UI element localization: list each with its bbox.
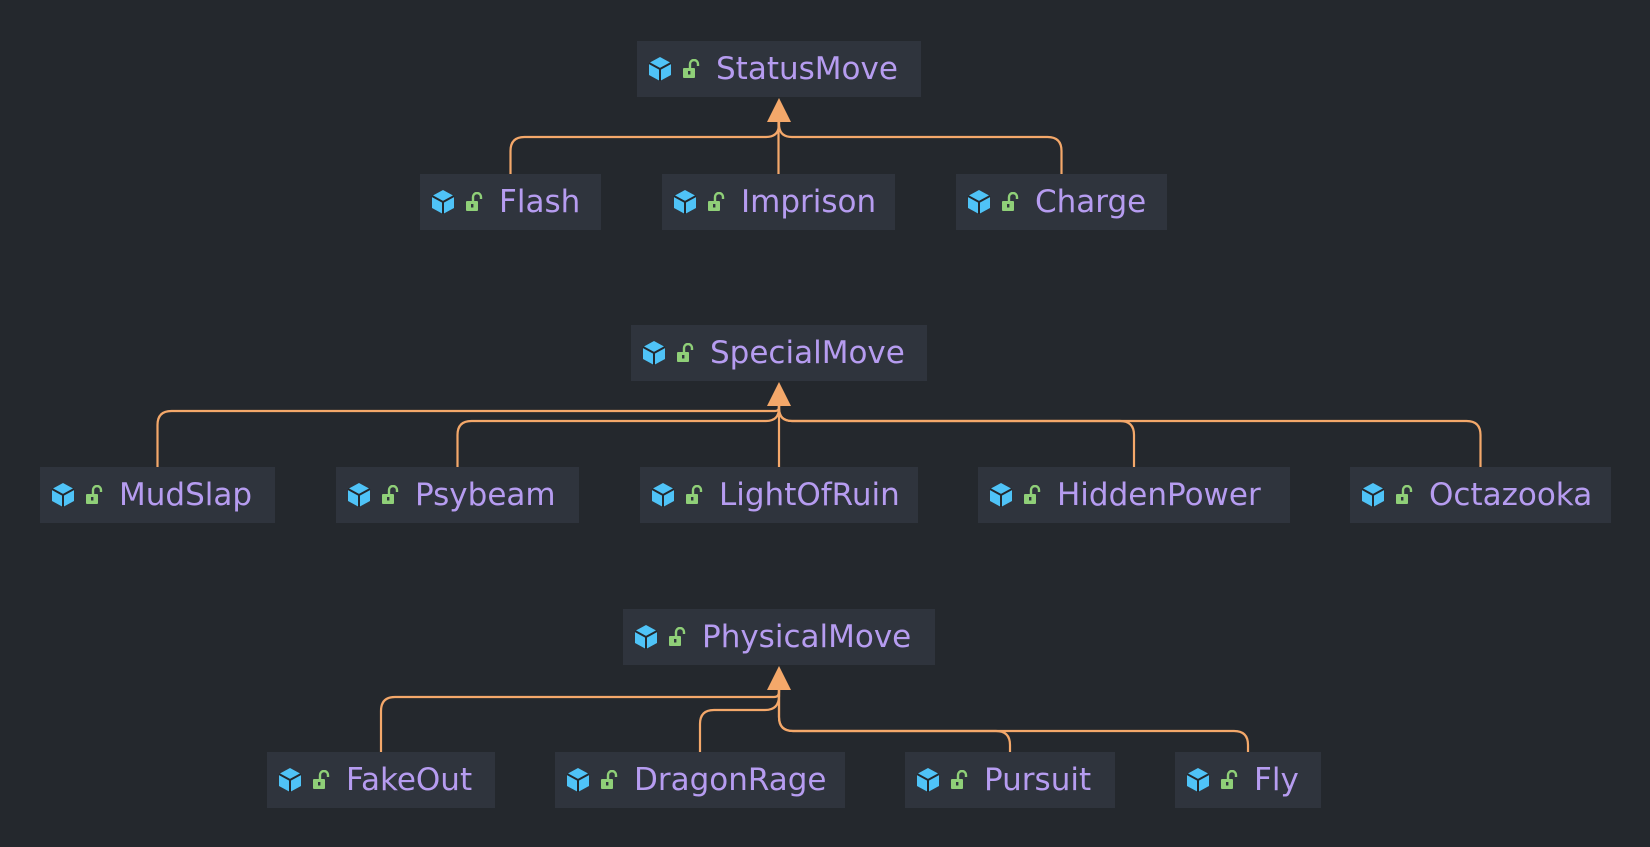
class-node-flash[interactable]: Flash xyxy=(420,174,601,230)
class-name: Octazooka xyxy=(1429,477,1593,513)
class-cube-icon xyxy=(989,483,1013,507)
class-name: DragonRage xyxy=(634,762,827,798)
unlocked-padlock-icon xyxy=(951,770,968,789)
unlocked-padlock-icon xyxy=(683,59,700,78)
unlocked-padlock-icon xyxy=(708,192,725,211)
class-node-hiddenpower[interactable]: HiddenPower xyxy=(978,467,1290,523)
class-name: Fly xyxy=(1254,762,1299,798)
unlocked-padlock-icon xyxy=(86,485,103,504)
unlocked-padlock-icon xyxy=(1002,192,1019,211)
class-node-fakeout[interactable]: FakeOut xyxy=(267,752,495,808)
class-cube-icon xyxy=(1361,483,1385,507)
class-cube-icon xyxy=(673,190,697,214)
unlocked-padlock-icon xyxy=(686,485,703,504)
class-name: SpecialMove xyxy=(710,335,905,371)
class-node-mudslap[interactable]: MudSlap xyxy=(40,467,275,523)
class-cube-icon xyxy=(278,768,302,792)
unlocked-padlock-icon xyxy=(1024,485,1041,504)
class-cube-icon xyxy=(648,57,672,81)
inheritance-arrowhead-physicalmove xyxy=(767,666,791,690)
class-name: Pursuit xyxy=(984,762,1092,798)
unlocked-padlock-icon xyxy=(601,770,618,789)
class-cube-icon xyxy=(347,483,371,507)
class-name: Psybeam xyxy=(415,477,556,513)
class-cube-icon xyxy=(634,625,658,649)
class-name: FakeOut xyxy=(346,762,473,798)
class-name: PhysicalMove xyxy=(702,619,912,655)
class-name: Charge xyxy=(1035,184,1147,220)
inheritance-arrowhead-statusmove xyxy=(767,98,791,122)
unlocked-padlock-icon xyxy=(669,627,686,646)
unlocked-padlock-icon xyxy=(466,192,483,211)
class-cube-icon xyxy=(916,768,940,792)
unlocked-padlock-icon xyxy=(1221,770,1238,789)
class-node-psybeam[interactable]: Psybeam xyxy=(336,467,579,523)
unlocked-padlock-icon xyxy=(382,485,399,504)
class-cube-icon xyxy=(651,483,675,507)
class-name: StatusMove xyxy=(716,51,898,87)
inheritance-edge-fakeout xyxy=(379,690,781,752)
inheritance-edge-charge xyxy=(777,122,1063,174)
class-cube-icon xyxy=(431,190,455,214)
class-name: MudSlap xyxy=(119,477,253,513)
inheritance-edge-psybeam xyxy=(456,406,781,467)
class-node-octazooka[interactable]: Octazooka xyxy=(1350,467,1611,523)
inheritance-arrowhead-specialmove xyxy=(767,382,791,406)
class-node-statusmove[interactable]: StatusMove xyxy=(637,41,921,97)
inheritance-edge-pursuit xyxy=(777,690,1012,752)
unlocked-padlock-icon xyxy=(677,343,694,362)
inheritance-edge-flash xyxy=(509,122,781,174)
class-name: Imprison xyxy=(741,184,877,220)
class-node-physicalmove[interactable]: PhysicalMove xyxy=(623,609,935,665)
inheritance-edge-dragonrage xyxy=(698,690,781,752)
inheritance-edge-octazooka xyxy=(777,406,1482,467)
class-name: HiddenPower xyxy=(1057,477,1261,513)
class-name: Flash xyxy=(499,184,581,220)
class-node-dragonrage[interactable]: DragonRage xyxy=(555,752,845,808)
class-cube-icon xyxy=(1186,768,1210,792)
class-node-imprison[interactable]: Imprison xyxy=(662,174,895,230)
class-name: LightOfRuin xyxy=(719,477,900,513)
class-node-specialmove[interactable]: SpecialMove xyxy=(631,325,927,381)
class-cube-icon xyxy=(566,768,590,792)
class-cube-icon xyxy=(642,341,666,365)
class-node-fly[interactable]: Fly xyxy=(1175,752,1321,808)
inheritance-edge-mudslap xyxy=(156,406,781,467)
unlocked-padlock-icon xyxy=(1396,485,1413,504)
unlocked-padlock-icon xyxy=(313,770,330,789)
class-cube-icon xyxy=(51,483,75,507)
class-cube-icon xyxy=(967,190,991,214)
class-node-pursuit[interactable]: Pursuit xyxy=(905,752,1115,808)
inheritance-edge-hiddenpower xyxy=(777,406,1136,467)
class-node-lightofruin[interactable]: LightOfRuin xyxy=(640,467,918,523)
class-node-charge[interactable]: Charge xyxy=(956,174,1167,230)
inheritance-edge-fly xyxy=(777,690,1250,752)
